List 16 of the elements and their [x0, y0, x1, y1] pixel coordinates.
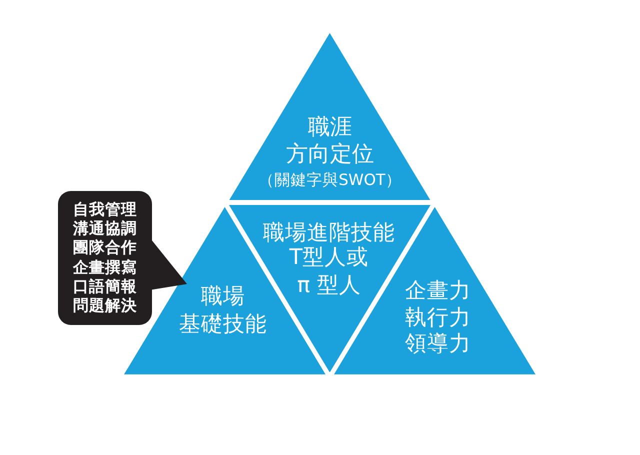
triangle-title: 職場進階技能	[262, 219, 395, 246]
triangle	[229, 32, 431, 200]
list-text: 企畫撰寫	[73, 258, 137, 278]
triangle-subtitle: （關鍵字與SWOT）	[258, 170, 402, 190]
list-text: 執行力	[404, 304, 471, 332]
list-text: 口語簡報	[73, 278, 137, 296]
list-text: 企畫力	[404, 277, 471, 304]
triangle-title: 職涯方向定位	[286, 114, 374, 168]
list-text: 自我管理	[73, 200, 137, 220]
list-text: 溝通協調	[73, 220, 137, 238]
list-text: 領導力	[404, 330, 471, 358]
list-text: 團隊合作	[73, 238, 137, 258]
triangle-text: T型人或π 型人	[289, 244, 369, 300]
speech-bubble-tail	[150, 238, 187, 290]
list-text: 問題解決	[73, 296, 137, 316]
triangle-title: 職場基礎技能	[178, 282, 267, 339]
